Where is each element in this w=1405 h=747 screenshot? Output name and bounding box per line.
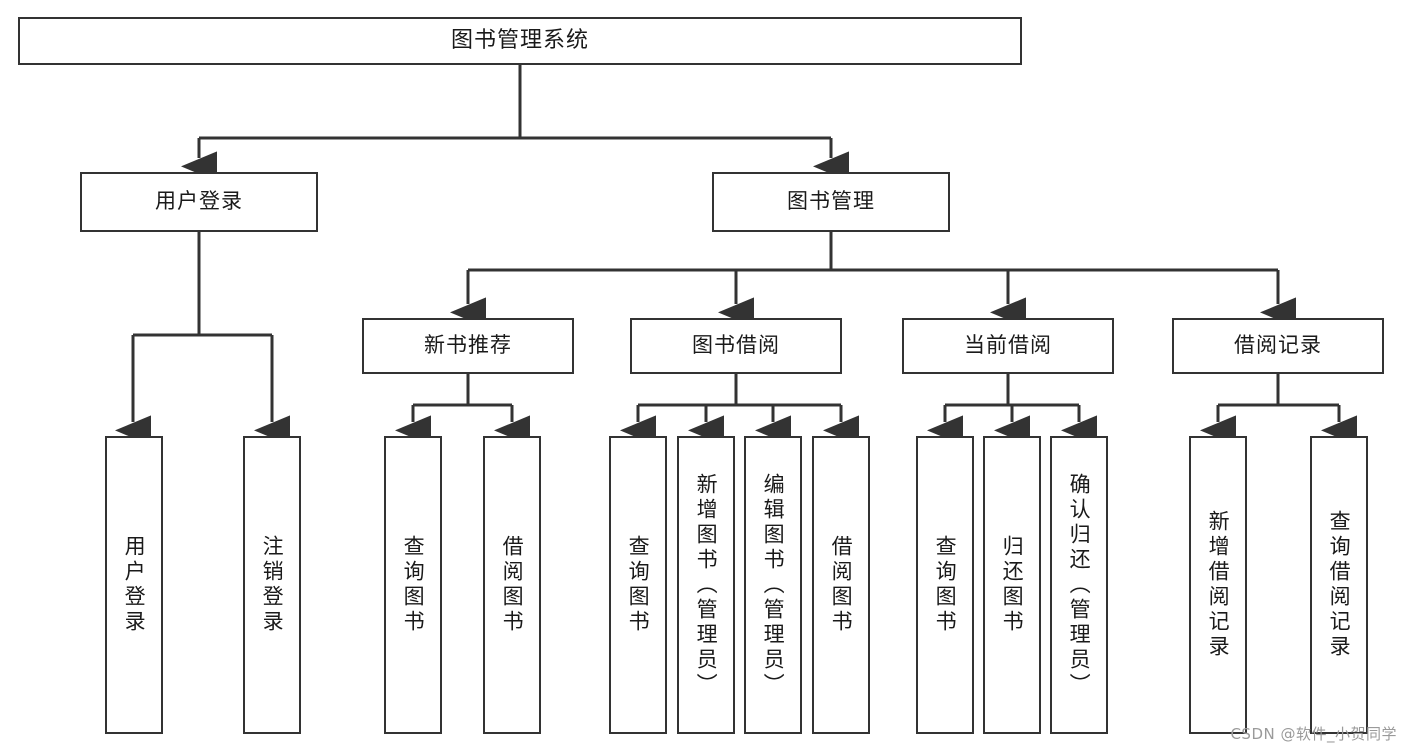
leaf-edit-book-admin[interactable]: 编辑图书（管理员） [744, 436, 802, 734]
node-borrow-record-label: 借阅记录 [1234, 333, 1322, 358]
watermark: CSDN @软件_小贺同学 [1230, 725, 1397, 743]
node-book-management[interactable]: 图书管理 [712, 172, 950, 232]
leaf-user-login[interactable]: 用户登录 [105, 436, 163, 734]
leaf-user-logout-label: 注销登录 [260, 535, 285, 635]
node-root-label: 图书管理系统 [450, 27, 589, 53]
leaf-borrow-book-recommend-label: 借阅图书 [500, 535, 525, 635]
leaf-user-logout[interactable]: 注销登录 [243, 436, 301, 734]
node-root[interactable]: 图书管理系统 [18, 17, 1022, 65]
leaf-query-borrow-record-label: 查询借阅记录 [1327, 510, 1352, 660]
leaf-confirm-return-admin-label: 确认归还（管理员） [1067, 472, 1092, 698]
node-current-borrow-label: 当前借阅 [964, 333, 1052, 358]
node-current-borrow[interactable]: 当前借阅 [902, 318, 1114, 374]
leaf-user-login-label: 用户登录 [122, 535, 147, 635]
leaf-query-book-borrow[interactable]: 查询图书 [609, 436, 667, 734]
leaf-add-book-admin-label: 新增图书（管理员） [694, 472, 719, 698]
leaf-confirm-return-admin[interactable]: 确认归还（管理员） [1050, 436, 1108, 734]
leaf-borrow-book-label: 借阅图书 [829, 535, 854, 635]
leaf-return-book[interactable]: 归还图书 [983, 436, 1041, 734]
node-new-book-recommend[interactable]: 新书推荐 [362, 318, 574, 374]
leaf-return-book-label: 归还图书 [1000, 535, 1025, 635]
leaf-query-book-current[interactable]: 查询图书 [916, 436, 974, 734]
leaf-query-book-recommend[interactable]: 查询图书 [384, 436, 442, 734]
leaf-edit-book-admin-label: 编辑图书（管理员） [761, 472, 786, 698]
leaf-borrow-book-recommend[interactable]: 借阅图书 [483, 436, 541, 734]
node-user-login-label: 用户登录 [155, 189, 243, 214]
node-book-management-label: 图书管理 [787, 189, 875, 214]
leaf-borrow-book[interactable]: 借阅图书 [812, 436, 870, 734]
node-book-borrow-label: 图书借阅 [692, 333, 780, 358]
node-borrow-record[interactable]: 借阅记录 [1172, 318, 1384, 374]
node-book-borrow[interactable]: 图书借阅 [630, 318, 842, 374]
leaf-query-book-current-label: 查询图书 [933, 535, 958, 635]
leaf-add-book-admin[interactable]: 新增图书（管理员） [677, 436, 735, 734]
leaf-query-book-recommend-label: 查询图书 [401, 535, 426, 635]
node-user-login[interactable]: 用户登录 [80, 172, 318, 232]
node-new-book-recommend-label: 新书推荐 [424, 333, 512, 358]
leaf-query-book-borrow-label: 查询图书 [626, 535, 651, 635]
leaf-add-borrow-record[interactable]: 新增借阅记录 [1189, 436, 1247, 734]
leaf-query-borrow-record[interactable]: 查询借阅记录 [1310, 436, 1368, 734]
leaf-add-borrow-record-label: 新增借阅记录 [1206, 510, 1231, 660]
